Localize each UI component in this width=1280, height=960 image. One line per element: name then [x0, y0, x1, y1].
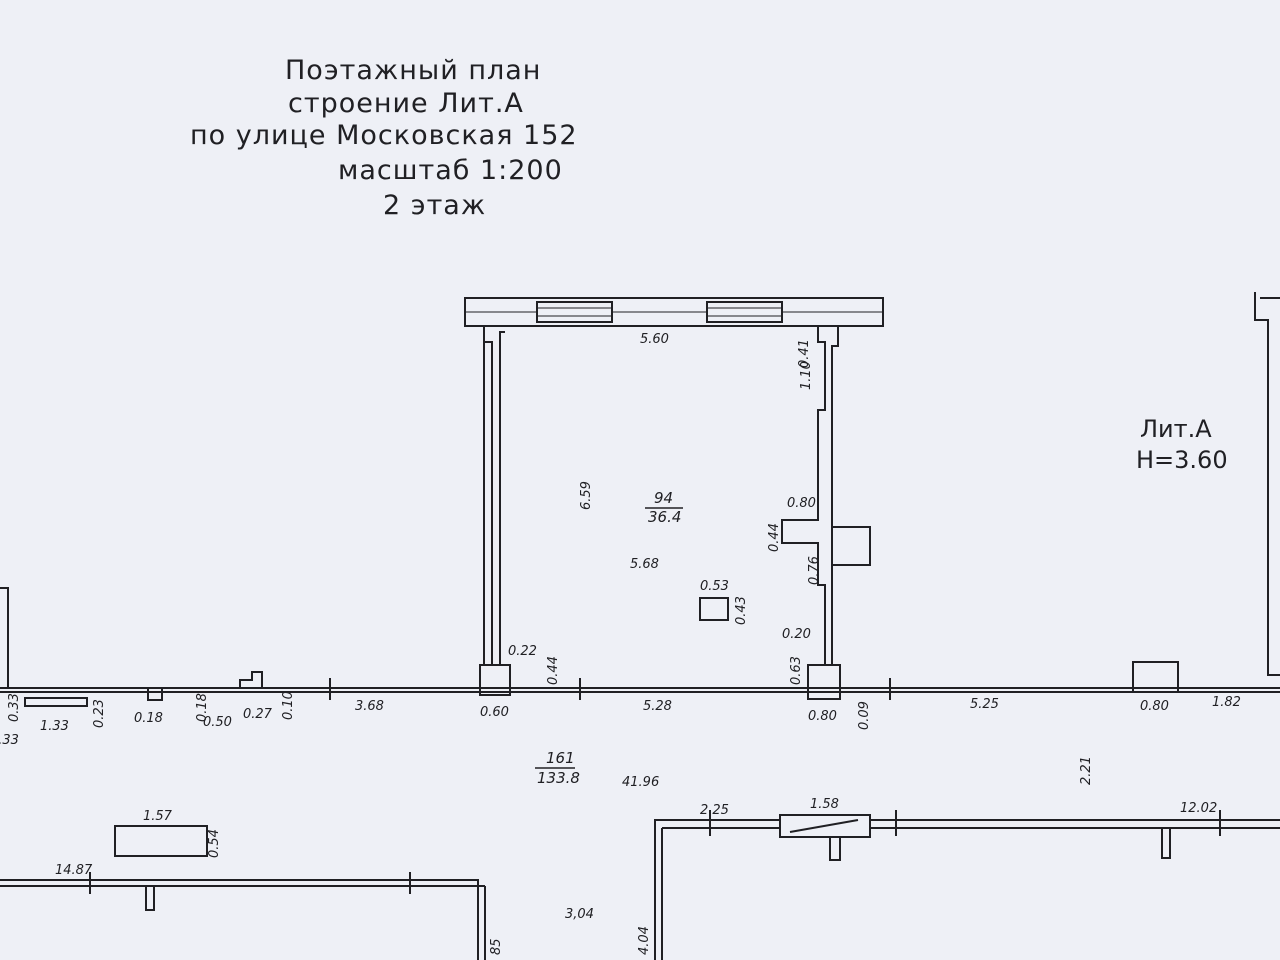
- right-building-wall: [1254, 292, 1280, 676]
- dim-0-09: 0.09: [857, 701, 872, 730]
- dim-14-87: 14.87: [55, 863, 93, 878]
- dim-0-44-a: 0.44: [767, 523, 782, 552]
- dim-1-58: 1.58: [810, 797, 839, 812]
- dim-0-20: 0.20: [782, 627, 811, 642]
- corridor-fixture: [114, 825, 208, 857]
- dim-0-76: 0.76: [807, 556, 822, 585]
- dim-0-60: 0.60: [480, 705, 509, 720]
- column-left: [479, 664, 511, 696]
- dim-0-63: 0.63: [789, 656, 804, 685]
- dim-4-04: 4.04: [637, 926, 652, 955]
- dim-0-18-b: 0.18: [195, 693, 210, 722]
- dim-0-80-a: 0.80: [787, 496, 816, 511]
- dim-5-68: 5.68: [630, 557, 659, 572]
- dim-0-44-b: 0.44: [546, 656, 561, 685]
- window-right: [706, 301, 783, 323]
- room94-number: 94: [654, 489, 673, 507]
- dim-2-25: 2.25: [700, 803, 729, 818]
- room94-pillar: [699, 597, 729, 621]
- room161-number: 161: [546, 749, 575, 767]
- room94-left-wall: [483, 326, 505, 666]
- dim-1-82: 1.82: [1212, 695, 1241, 710]
- dim-12-02: 12.02: [1180, 801, 1217, 816]
- dim-0-53: 0.53: [700, 579, 729, 594]
- dim-3-04: 3,04: [565, 907, 594, 922]
- dim-0-50: 0.50: [203, 715, 232, 730]
- dim-5-25: 5.25: [970, 697, 999, 712]
- room94-area: 36.4: [648, 508, 681, 526]
- lower-left-wall: [0, 879, 479, 960]
- dim-0-43: 0.43: [734, 596, 749, 625]
- ventilation-grille: [779, 814, 871, 838]
- plan-scale: масштаб 1:200: [338, 155, 563, 186]
- dim-1-10: 1.10: [799, 361, 814, 390]
- dim-6-59: 6.59: [579, 481, 594, 510]
- room161-area: 133.8: [537, 769, 580, 787]
- dim-0-23: 0.23: [92, 699, 107, 728]
- dim-1-57: 1.57: [143, 809, 173, 824]
- dim-0-33-a: 0.33: [7, 693, 22, 722]
- window-left: [536, 301, 613, 323]
- dim-0-41: 0.41: [797, 339, 812, 368]
- dim-3-68: 3.68: [355, 699, 384, 714]
- column-mid: [807, 664, 841, 700]
- plan-floor: 2 этаж: [383, 190, 487, 221]
- dim-0-80-b: 0.80: [808, 709, 837, 724]
- ventilation-duct: [831, 526, 871, 566]
- dim-5-28: 5.28: [643, 699, 672, 714]
- dim-85: 85: [489, 938, 504, 955]
- lower-right-wall: [654, 819, 780, 960]
- dim-0-33-b: 0.33: [0, 733, 19, 748]
- room94-right-wall: [781, 326, 839, 666]
- dim-2-21: 2.21: [1079, 756, 1094, 785]
- plan-title-line1: Поэтажный план: [285, 55, 542, 86]
- dim-0-22: 0.22: [508, 644, 537, 659]
- dim-5-60: 5.60: [640, 332, 669, 347]
- plan-title-line2: строение Лит.А: [288, 88, 524, 119]
- dim-0-80-c: 0.80: [1140, 699, 1169, 714]
- dim-0-54: 0.54: [207, 829, 222, 858]
- building-label-lit: Лит.А: [1140, 415, 1212, 443]
- dim-1-33: 1.33: [40, 719, 69, 734]
- plan-title-line3: по улице Московская 152: [190, 120, 578, 151]
- dim-0-10: 0.10: [281, 691, 296, 720]
- building-label-height: H=3.60: [1136, 446, 1228, 474]
- dim-0-18-a: 0.18: [134, 711, 163, 726]
- window-corridor-left: [24, 697, 88, 707]
- dim-41-96: 41.96: [622, 775, 659, 790]
- dim-0-27: 0.27: [243, 707, 273, 722]
